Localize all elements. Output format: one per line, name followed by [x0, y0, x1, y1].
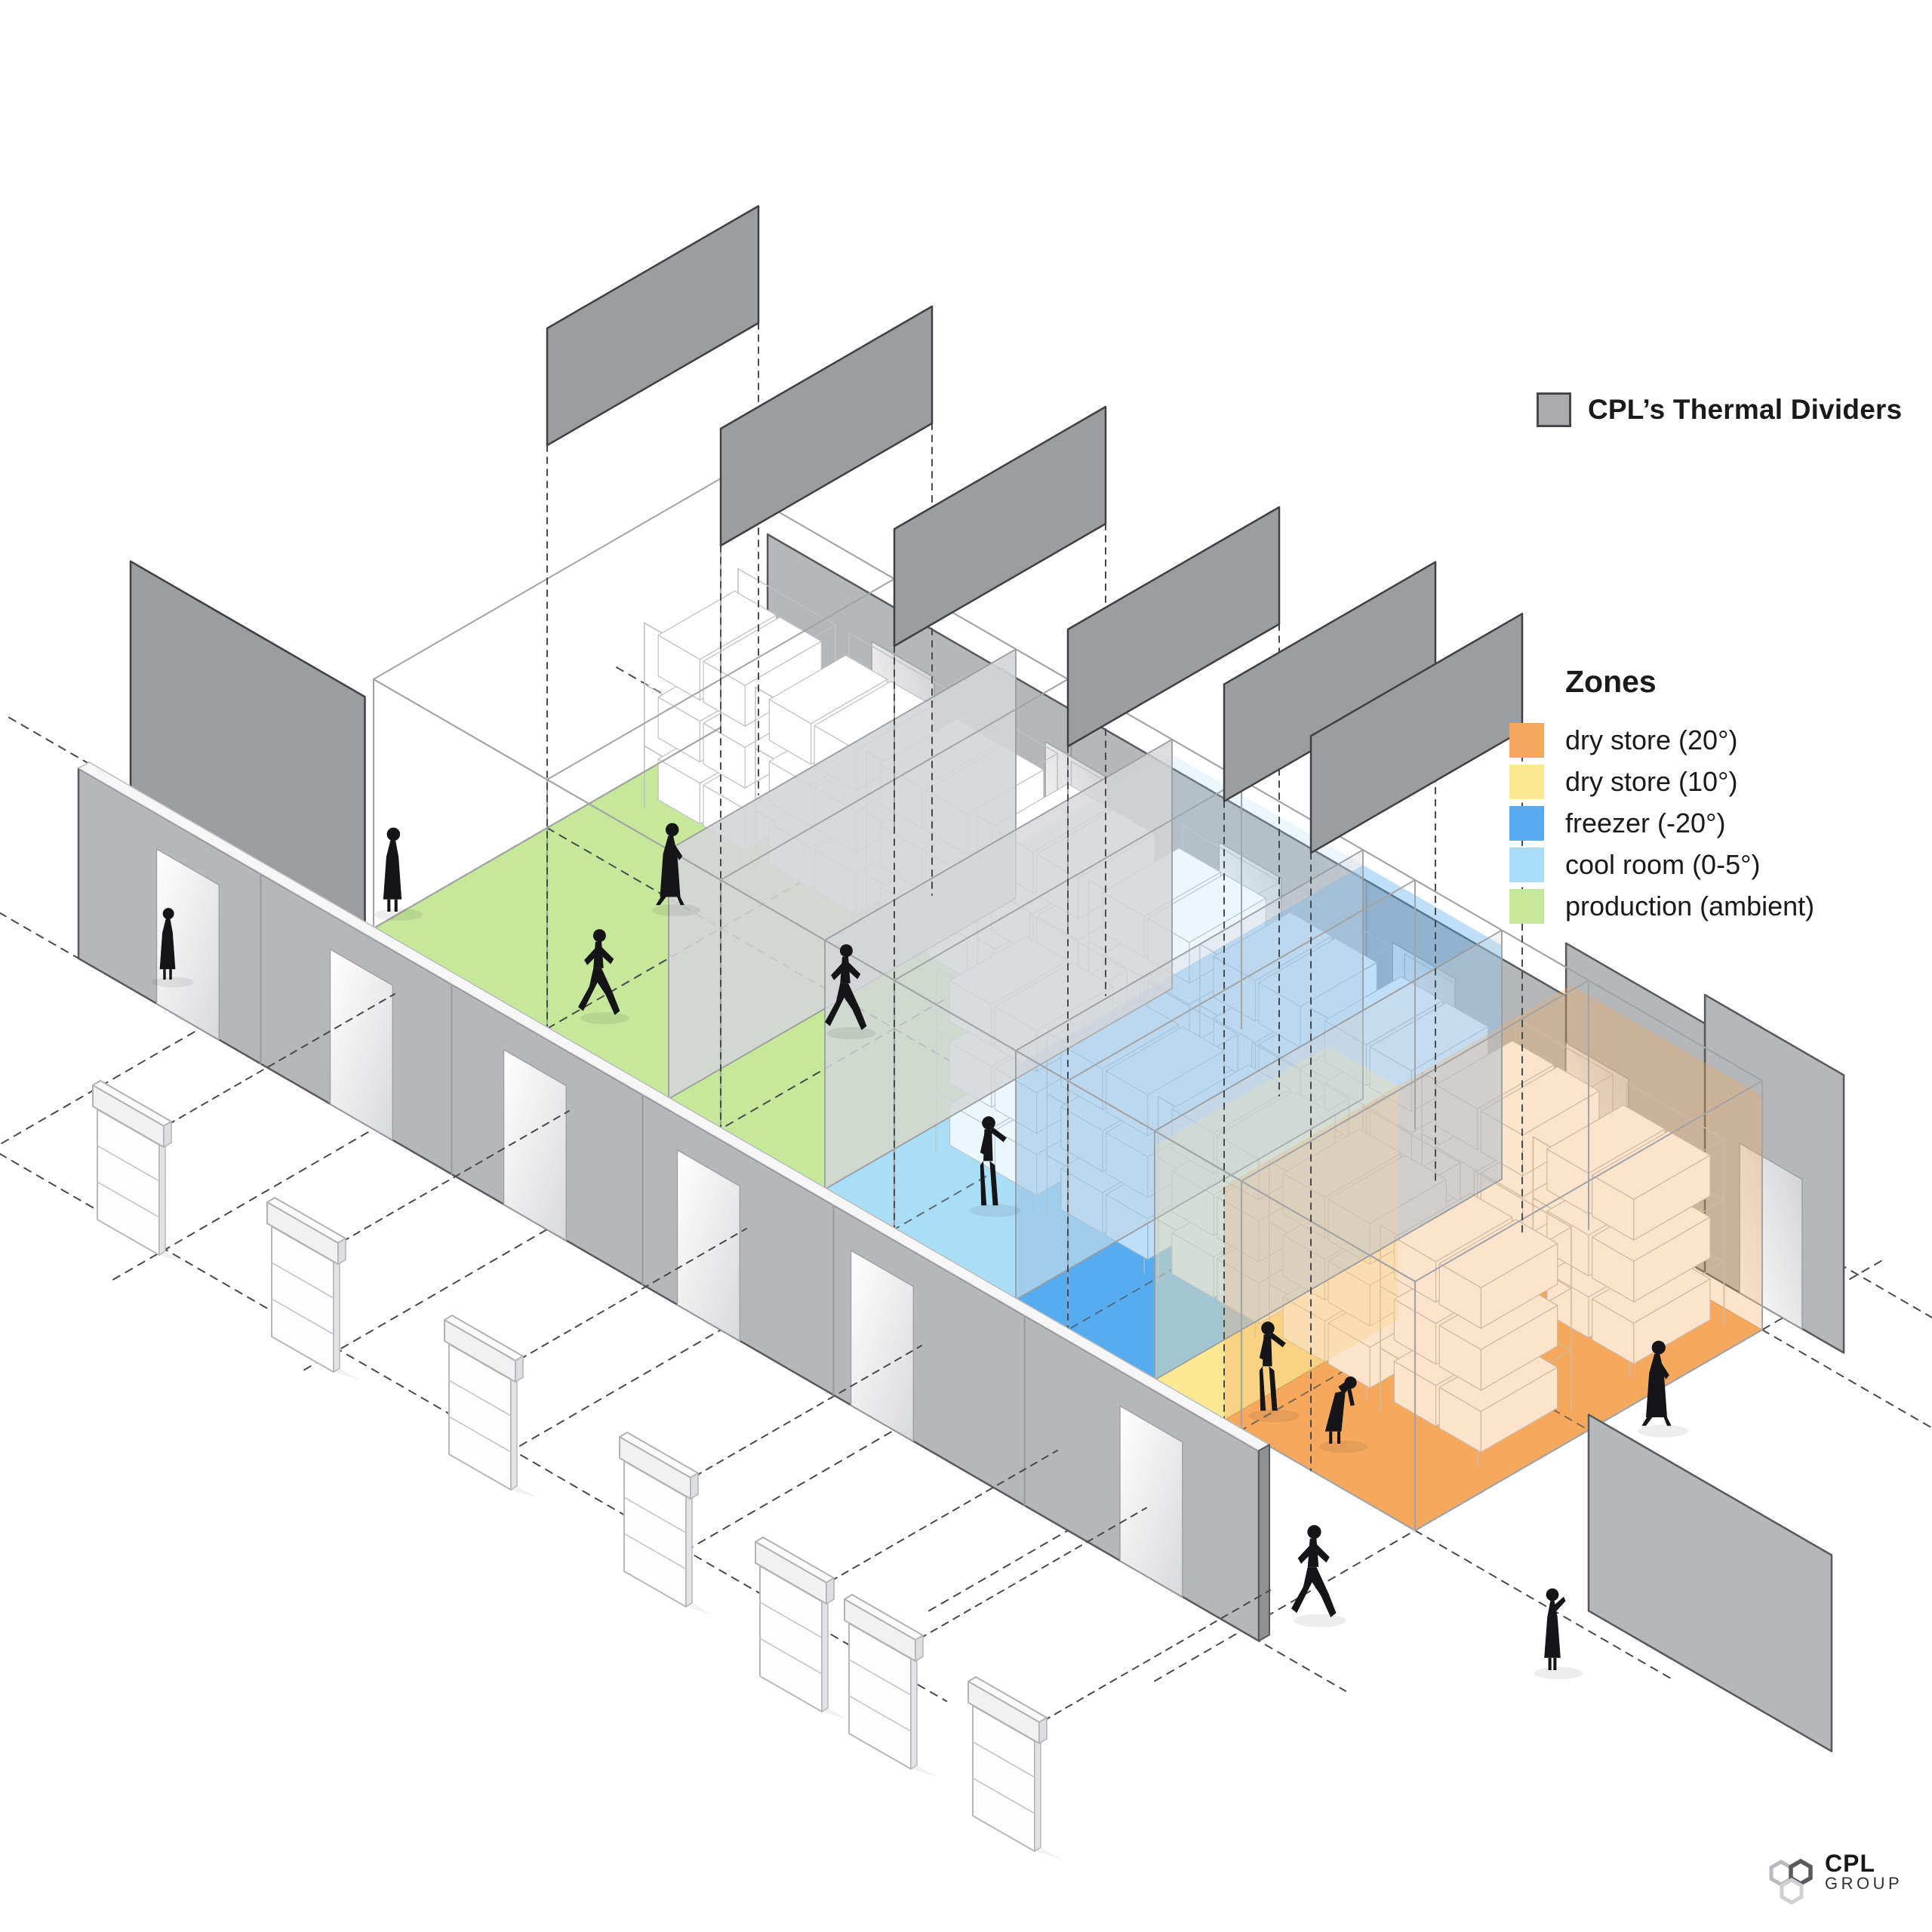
zone-label-cool: cool room (0-5°)	[1565, 848, 1761, 880]
zone-label-production: production (ambient)	[1565, 890, 1815, 921]
zone-label-freezer: freezer (-20°)	[1565, 807, 1726, 838]
thermal-dividers-label: CPL’s Thermal Dividers	[1588, 394, 1903, 425]
zone-legend-item: dry store (10°)	[1509, 761, 1814, 802]
cpl-hexagons-icon	[1769, 1858, 1813, 1905]
roller-door	[266, 1110, 570, 1380]
person-silhouette	[152, 908, 194, 988]
zone-swatch-freezer	[1509, 805, 1544, 841]
zone-label-dry20: dry store (20°)	[1565, 724, 1738, 755]
person-silhouette	[1248, 1321, 1300, 1423]
front-wall-door-opening	[155, 848, 220, 1041]
roller-door	[968, 1589, 1271, 1860]
zones-legend: Zones dry store (20°) dry store (10°) fr…	[1509, 664, 1814, 927]
zone-volume-dry-store-20	[1224, 985, 1762, 1531]
front-wall-door-opening	[676, 1149, 741, 1342]
zone-legend-item: production (ambient)	[1509, 885, 1814, 927]
zone-swatch-dry20	[1509, 722, 1544, 758]
zone-volume-dry-store-10	[1155, 1045, 1398, 1420]
zone-legend-item: freezer (-20°)	[1509, 802, 1814, 844]
person-silhouette	[1534, 1588, 1583, 1680]
front-wall-door-opening	[503, 1049, 568, 1241]
roller-door	[755, 1450, 1058, 1720]
person-silhouette	[578, 929, 629, 1025]
zone-volume-tints	[825, 754, 1762, 1531]
zone-legend-item: cool room (0-5°)	[1509, 844, 1814, 885]
cpl-group-logo: CPL GROUP	[1764, 1850, 1903, 1906]
floating-thermal-divider	[893, 405, 1107, 648]
person-silhouette	[1637, 1340, 1688, 1438]
front-wall	[77, 761, 1833, 1752]
floating-thermal-divider	[546, 205, 760, 447]
zone-volume-freezer	[1016, 865, 1502, 1380]
zone-swatch-cool	[1509, 847, 1544, 882]
person-silhouette	[1318, 1376, 1368, 1454]
roller-door	[92, 993, 395, 1263]
person-silhouette	[1291, 1524, 1346, 1628]
floating-thermal-divider	[1066, 506, 1281, 748]
zones-legend-title: Zones	[1565, 664, 1657, 699]
logo-sub-text: GROUP	[1825, 1874, 1903, 1893]
people-silhouettes	[152, 823, 1688, 1680]
person-silhouette	[374, 827, 423, 921]
zone-legend-item: dry store (20°)	[1509, 719, 1814, 761]
zone-swatch-production	[1509, 888, 1544, 924]
floating-thermal-dividers	[546, 205, 1524, 854]
thermal-dividers-legend: CPL’s Thermal Dividers	[1537, 392, 1902, 427]
roller-door	[444, 1228, 747, 1498]
person-silhouette	[651, 823, 701, 917]
front-wall-door-opening	[329, 949, 394, 1141]
front-wall-door-opening	[1119, 1405, 1183, 1598]
person-silhouette	[825, 944, 876, 1040]
thermal-divider-swatch	[1537, 392, 1571, 427]
front-wall-door-opening	[850, 1250, 915, 1442]
zone-label-dry10: dry store (10°)	[1565, 765, 1738, 797]
person-silhouette	[969, 1116, 1020, 1217]
pallet-rack	[1380, 1170, 1572, 1467]
side-wall-piece	[1587, 1414, 1833, 1752]
floating-thermal-divider	[719, 305, 934, 547]
zone-swatch-dry10	[1509, 764, 1544, 799]
logo-brand-text: CPL	[1825, 1850, 1875, 1877]
roller-door	[619, 1345, 922, 1615]
roller-doors	[92, 993, 1271, 1860]
roller-door	[844, 1507, 1147, 1777]
back-wall-door-opening	[1739, 1143, 1803, 1330]
